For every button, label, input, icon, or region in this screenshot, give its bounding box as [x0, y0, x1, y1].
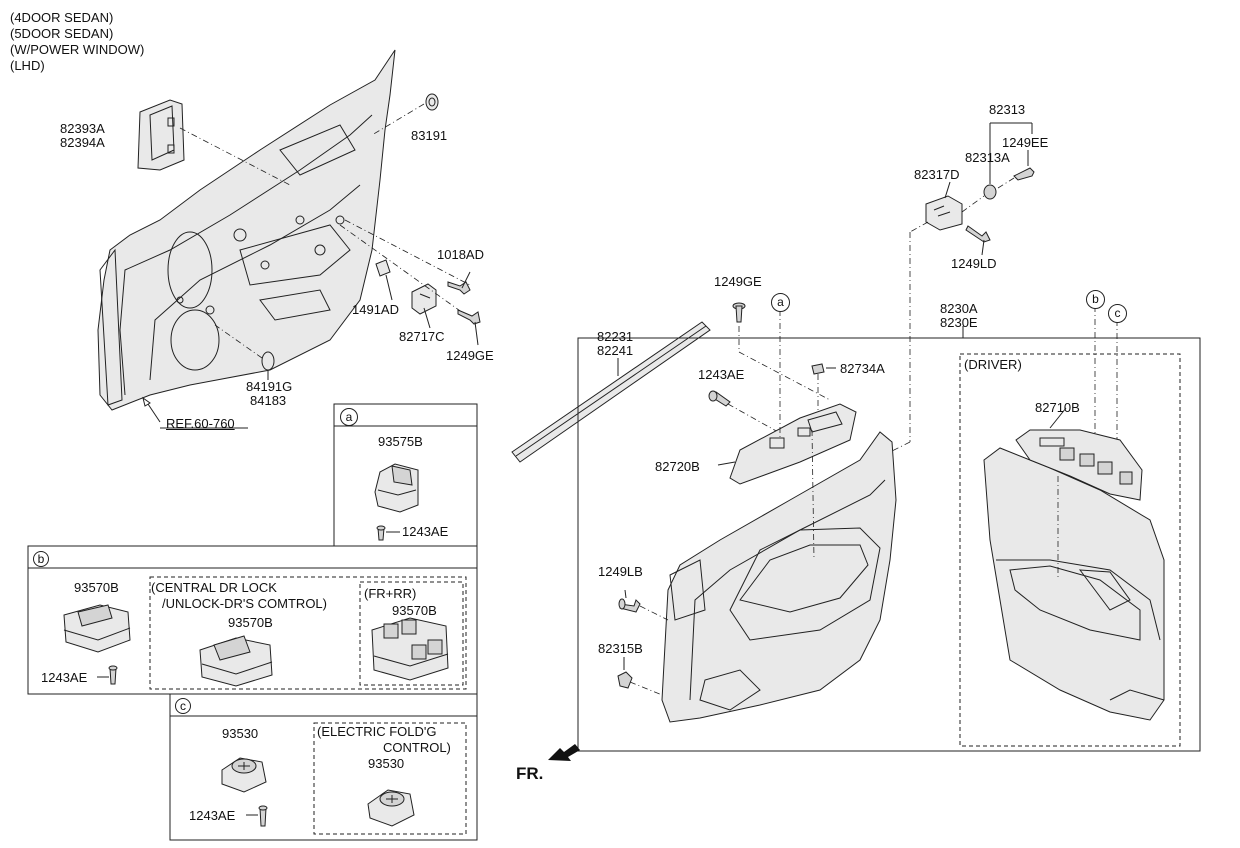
switch-93530-c2-icon [367, 789, 415, 827]
label-83191: 83191 [411, 128, 448, 143]
label-1018ad: 1018AD [437, 247, 484, 262]
label-82317d: 82317D [914, 167, 960, 182]
screw-1243ae-c-icon [258, 805, 268, 827]
screw-1243ae-a-icon [376, 525, 386, 541]
screw-1249ge-b-icon [732, 302, 746, 323]
label-93570b-1: 93570B [74, 580, 119, 595]
inset-a-tag: a [340, 408, 358, 426]
plug-84191g-icon [261, 351, 275, 371]
label-1249ge-b: 1249GE [714, 274, 762, 289]
door-inner-frame [97, 49, 396, 411]
label-82710b: 82710B [1035, 400, 1080, 415]
label-1491ad: 1491AD [352, 302, 399, 317]
screw-1249ee-icon [1013, 167, 1035, 181]
door-trim-8230a-icon [661, 431, 897, 723]
clip-82315b-icon [617, 671, 633, 689]
label-93575b: 93575B [378, 434, 423, 449]
clip-82734a-icon [811, 363, 825, 375]
switch-93575b-icon [374, 463, 419, 513]
switch-93570b-b1-icon [63, 604, 131, 653]
screw-1243ae-b-icon [108, 665, 118, 685]
switch-panel-82720b-icon [729, 403, 857, 485]
front-direction-label: FR. [516, 764, 544, 783]
header-line: (5DOOR SEDAN) [10, 26, 114, 41]
label-1243ae-b: 1243AE [41, 670, 88, 685]
label-93570b-3: 93570B [392, 603, 437, 618]
label-84191g: 84191G [246, 379, 293, 394]
label-82241: 82241 [597, 343, 634, 358]
label-82720b: 82720B [655, 459, 700, 474]
screw-1249lb-icon [618, 598, 641, 613]
switch-93570b-b2-icon [199, 635, 273, 687]
label-93530-2: 93530 [368, 756, 405, 771]
label-93570b-2: 93570B [228, 615, 273, 630]
header-line: (W/POWER WINDOW) [10, 42, 145, 57]
clip-82317d-icon [925, 195, 963, 231]
label-1243ae-a: 1243AE [402, 524, 449, 539]
label-82717c: 82717C [399, 329, 445, 344]
switch-93530-c1-icon [221, 757, 267, 793]
label-1249lb: 1249LB [598, 564, 643, 579]
driver-group-title: (DRIVER) [964, 357, 1022, 372]
label-82394a: 82394A [60, 135, 105, 150]
front-arrow-icon [548, 744, 580, 761]
weatherstrip-82231-icon [511, 321, 711, 463]
label-1249ee: 1249EE [1002, 135, 1049, 150]
label-1249ld: 1249LD [951, 256, 997, 271]
label-82734a: 82734A [840, 361, 885, 376]
label-84183: 84183 [250, 393, 287, 408]
bolt-1018ad-icon [447, 281, 471, 295]
label-8230a: 8230A [940, 301, 978, 316]
plug-83191-icon [425, 93, 439, 111]
switch-panel-82710b-icon [1015, 429, 1143, 501]
callout-a: a [771, 293, 790, 312]
label-1249ge-a: 1249GE [446, 348, 494, 363]
nut-82313a-icon [983, 184, 997, 200]
header-line: (4DOOR SEDAN) [10, 10, 114, 25]
screw-1249ge-icon [457, 309, 481, 325]
label-82231: 82231 [597, 329, 634, 344]
group-title-central-lock: (CENTRAL DR LOCK [151, 580, 277, 595]
group-title-central-lock-2: /UNLOCK-DR'S COMTROL) [162, 596, 327, 611]
bracket-82393a-icon [137, 99, 185, 171]
label-93530-1: 93530 [222, 726, 259, 741]
header-line: (LHD) [10, 58, 45, 73]
bracket-82717c-icon [411, 283, 437, 315]
inset-b-tag: b [33, 551, 49, 567]
sub-title-fr-rr: (FR+RR) [364, 586, 417, 601]
callout-b: b [1086, 290, 1105, 309]
label-82313a: 82313A [965, 150, 1010, 165]
screw-1249ld-icon [965, 225, 991, 243]
reference-link[interactable]: REF.60-760 [166, 416, 235, 431]
label-1243ae-c: 1243AE [189, 808, 236, 823]
label-1243ae-main: 1243AE [698, 367, 745, 382]
group-title-electric-fold-2: CONTROL) [383, 740, 451, 755]
label-82315b: 82315B [598, 641, 643, 656]
label-8230e: 8230E [940, 315, 978, 330]
group-title-electric-fold: (ELECTRIC FOLD'G [317, 724, 437, 739]
label-82393a: 82393A [60, 121, 105, 136]
clip-1491ad-icon [375, 259, 391, 277]
callout-c: c [1108, 304, 1127, 323]
diagram-header: (4DOOR SEDAN) (5DOOR SEDAN) (W/POWER WIN… [10, 10, 144, 74]
label-82313: 82313 [989, 102, 1026, 117]
switch-93570b-b3-icon [371, 617, 449, 681]
inset-c-tag: c [175, 698, 191, 714]
screw-1243ae-main-icon [708, 390, 731, 407]
